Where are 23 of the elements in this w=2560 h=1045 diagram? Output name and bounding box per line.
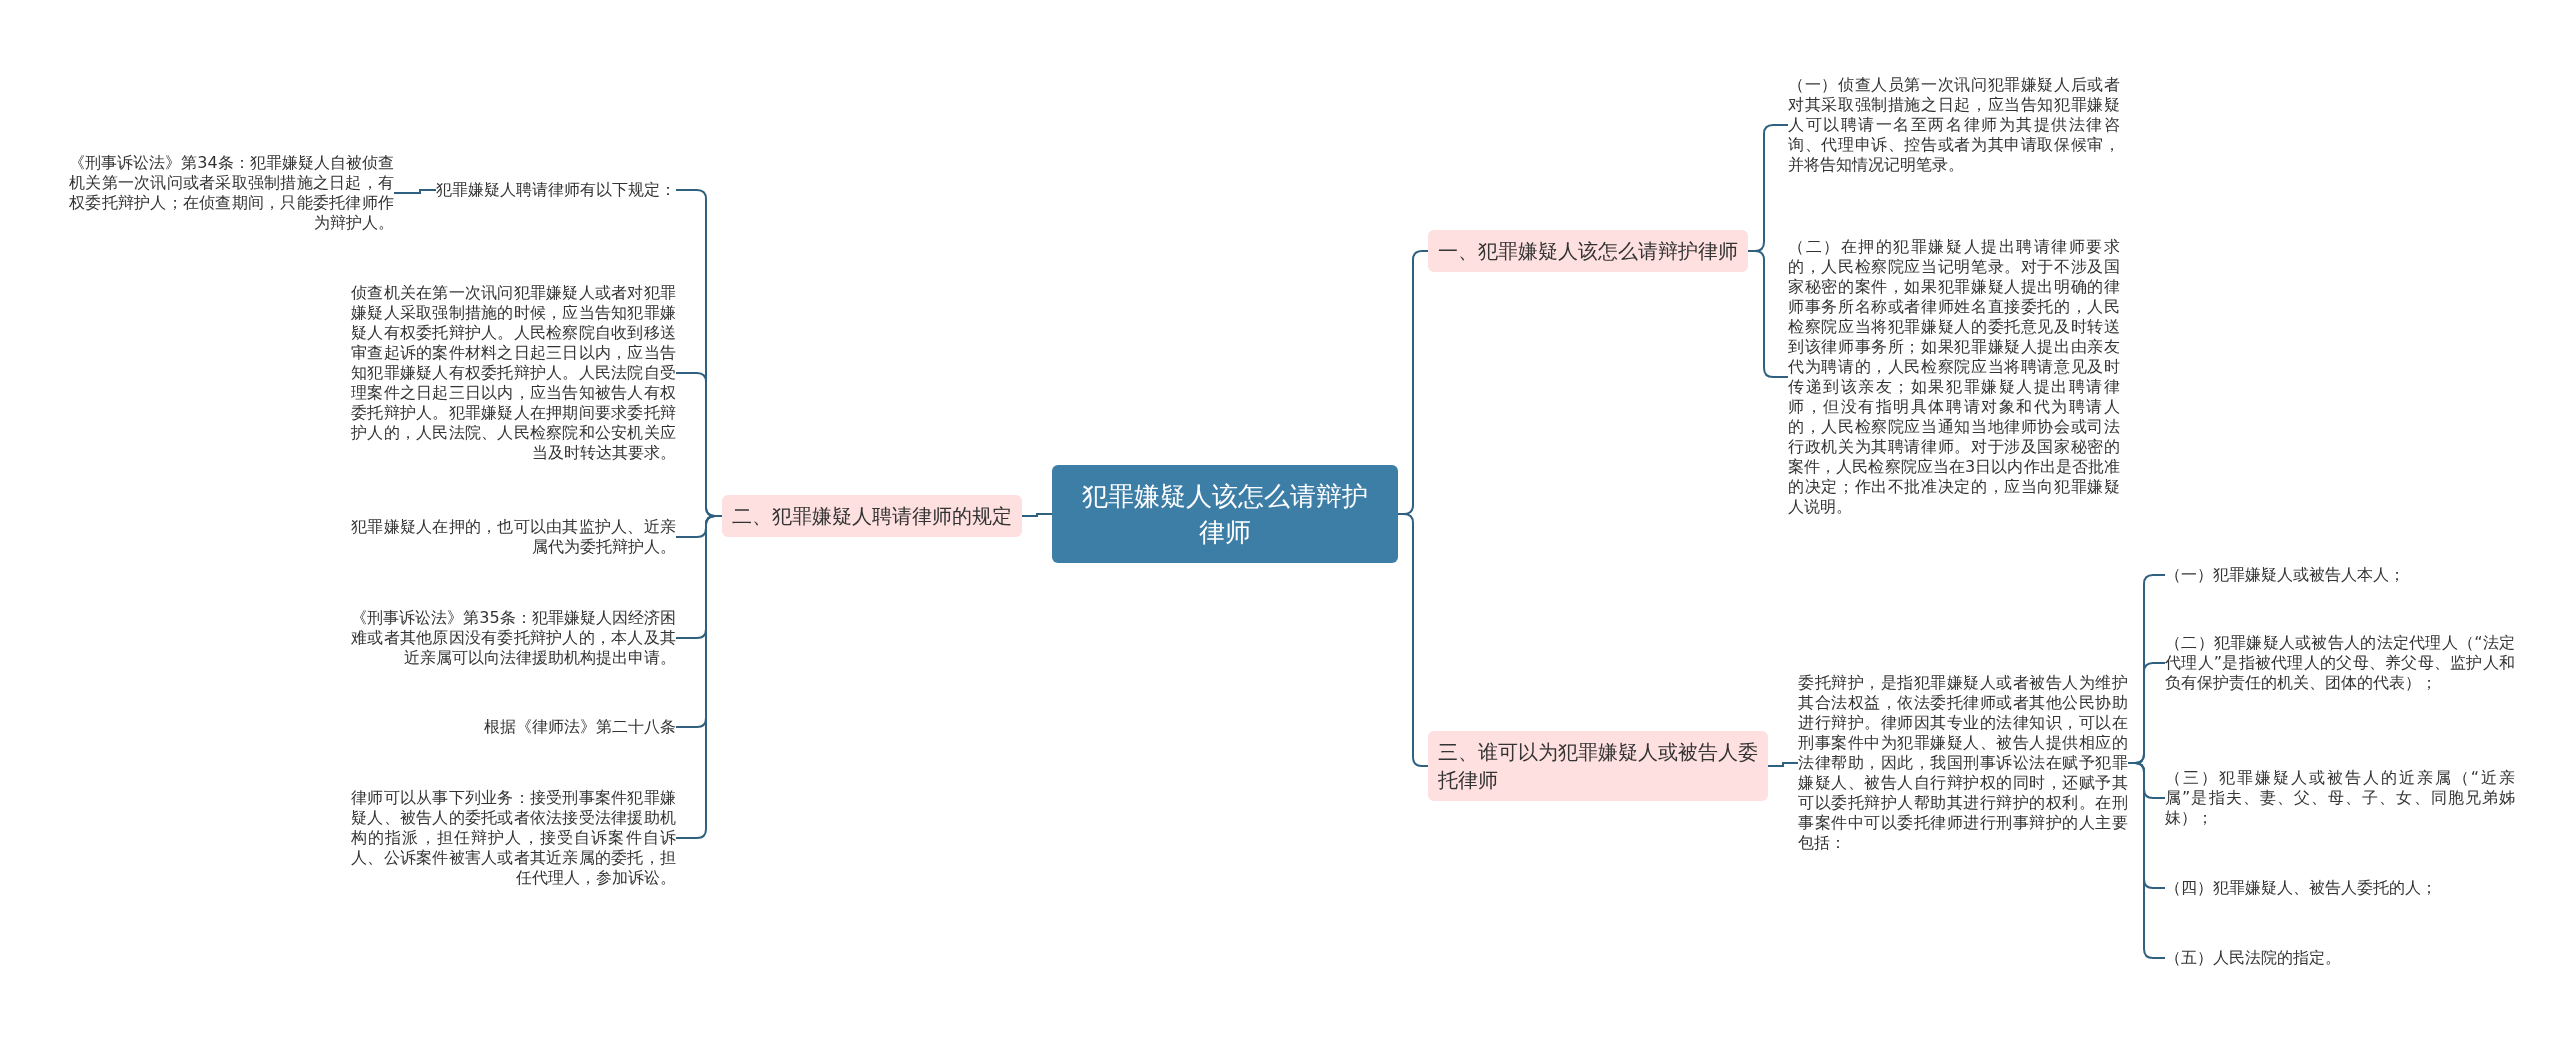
note-text: （四）犯罪嫌疑人、被告人委托的人；: [2165, 878, 2515, 898]
note-text: （五）人民法院的指定。: [2165, 948, 2515, 968]
note-text: （二）犯罪嫌疑人或被告人的法定代理人（“法定代理人”是指被代理人的父母、养父母、监护人和负有保护责任的机关、团体的代表）；: [2165, 633, 2515, 693]
note-text: 《刑事诉讼法》第34条：犯罪嫌疑人自被侦查机关第一次讯问或者采取强制措施之日起，有权委托辩护人；在侦查期间，只能委托律师作为辩护人。: [69, 153, 394, 233]
branch-topic-box: 三、谁可以为犯罪嫌疑人或被告人委托律师: [1428, 731, 1768, 801]
note-text: 律师可以从事下列业务：接受刑事案件犯罪嫌疑人、被告人的委托或者依法接受法律援助机构的指派，担任辩护人，接受自诉案件自诉人、公诉案件被害人或者其近亲属的委托，担任代理人，参加诉讼。: [351, 788, 676, 888]
note-text: （一）侦查人员第一次讯问犯罪嫌疑人后或者对其采取强制措施之日起，应当告知犯罪嫌疑人可以聘请一名至两名律师为其提供法律咨询、代理申诉、控告或者为其申请取保候审，并将告知情况记明笔录。: [1788, 75, 2120, 175]
note-text: （一）犯罪嫌疑人或被告人本人；: [2165, 565, 2515, 585]
connector-line: [393, 189, 437, 194]
connector-line: [1767, 762, 1799, 767]
note-text: 委托辩护，是指犯罪嫌疑人或者被告人为维护其合法权益，依法委托律师或者其他公民协助进行辩护。律师因其专业的法律知识，可以在刑事案件中为犯罪嫌疑人、被告人提供相应的法律帮助，因此，我国刑事诉讼法在赋予犯罪嫌疑人、被告人自行辩护权的同时，还赋予其可以委托辩护人帮助其进行辩护的权利。在刑事案件中可以委托律师进行刑事辩护的人主要包括：: [1798, 673, 2128, 853]
connector-line: [1021, 513, 1053, 517]
branch-topic-box: 一、犯罪嫌疑人该怎么请辩护律师: [1428, 230, 1748, 272]
note-text: （二）在押的犯罪嫌疑人提出聘请律师要求的，人民检察院应当记明笔录。对于不涉及国家秘密的案件，如果犯罪嫌疑人提出明确的律师事务所名称或者律师姓名直接委托的，人民检察院应当将犯罪嫌疑人的委托意见及时转送到该律师事务所；如果犯罪嫌疑人提出由亲友代为聘请的，人民检察院应当将聘请意见及时传递到该亲友；如果犯罪嫌疑人提出聘请律师，但没有指明具体聘请对象和代为聘请人的，人民检察院应当通知当地律师协会或司法行政机关为其聘请律师。对于涉及国家秘密的案件，人民检察院应当在3日以内作出是否批准的决定；作出不批准决定的，应当向犯罪嫌疑人说明。: [1788, 237, 2120, 517]
central-topic-box: 犯罪嫌疑人该怎么请辩护律师: [1052, 465, 1398, 563]
note-text: （三）犯罪嫌疑人或被告人的近亲属（“近亲属”是指夫、妻、父、母、子、女、同胞兄弟姊妹）；: [2165, 768, 2515, 828]
note-text: 侦查机关在第一次讯问犯罪嫌疑人或者对犯罪嫌疑人采取强制措施的时候，应当告知犯罪嫌疑人有权委托辩护人。人民检察院自收到移送审查起诉的案件材料之日起三日以内，应当告知犯罪嫌疑人有权委托辩护人。人民法院自受理案件之日起三日以内，应当告知被告人有权委托辩护人。犯罪嫌疑人在押期间要求委托辩护人的，人民法院、人民检察院和公安机关应当及时转达其要求。: [351, 283, 676, 463]
connector-line: [675, 515, 723, 839]
note-text: 根据《律师法》第二十八条: [484, 717, 676, 737]
note-text: 犯罪嫌疑人在押的，也可以由其监护人、近亲属代为委托辩护人。: [351, 517, 676, 557]
branch-topic-box: 二、犯罪嫌疑人聘请律师的规定: [722, 495, 1022, 537]
note-text: 《刑事诉讼法》第35条：犯罪嫌疑人因经济困难或者其他原因没有委托辩护人的，本人及其近亲属可以向法律援助机构提出申请。: [351, 608, 676, 668]
note-text: 犯罪嫌疑人聘请律师有以下规定：: [436, 180, 676, 200]
